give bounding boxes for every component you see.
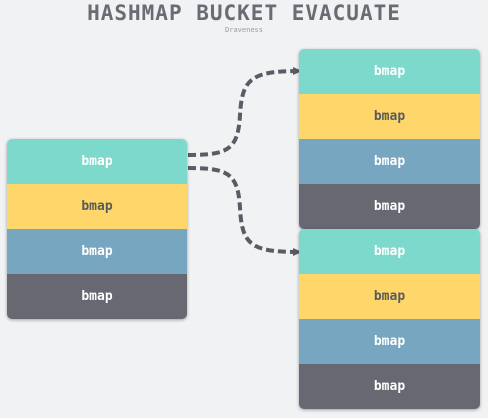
arrow-to-lower-bucket [187, 166, 302, 256]
new-bucket-upper-bmap-1: bmap [299, 49, 480, 94]
diagram-title: HASHMAP BUCKET EVACUATE [87, 1, 401, 25]
old-bucket: bmap bmap bmap bmap [7, 139, 187, 319]
new-bucket-upper-bmap-4: bmap [299, 184, 480, 229]
new-bucket-upper-bmap-3: bmap [299, 139, 480, 184]
arrow-to-upper-bucket [187, 67, 302, 157]
new-bucket-upper-bmap-2: bmap [299, 94, 480, 139]
new-bucket-lower: bmap bmap bmap bmap [299, 229, 480, 409]
old-bucket-bmap-4: bmap [7, 274, 187, 319]
old-bucket-bmap-3: bmap [7, 229, 187, 274]
new-bucket-lower-bmap-3: bmap [299, 319, 480, 364]
new-bucket-lower-bmap-2: bmap [299, 274, 480, 319]
new-bucket-lower-bmap-4: bmap [299, 364, 480, 409]
old-bucket-bmap-1: bmap [7, 139, 187, 184]
new-bucket-lower-bmap-1: bmap [299, 229, 480, 274]
new-bucket-upper: bmap bmap bmap bmap [299, 49, 480, 229]
old-bucket-bmap-2: bmap [7, 184, 187, 229]
diagram-author: Draveness [225, 26, 263, 34]
